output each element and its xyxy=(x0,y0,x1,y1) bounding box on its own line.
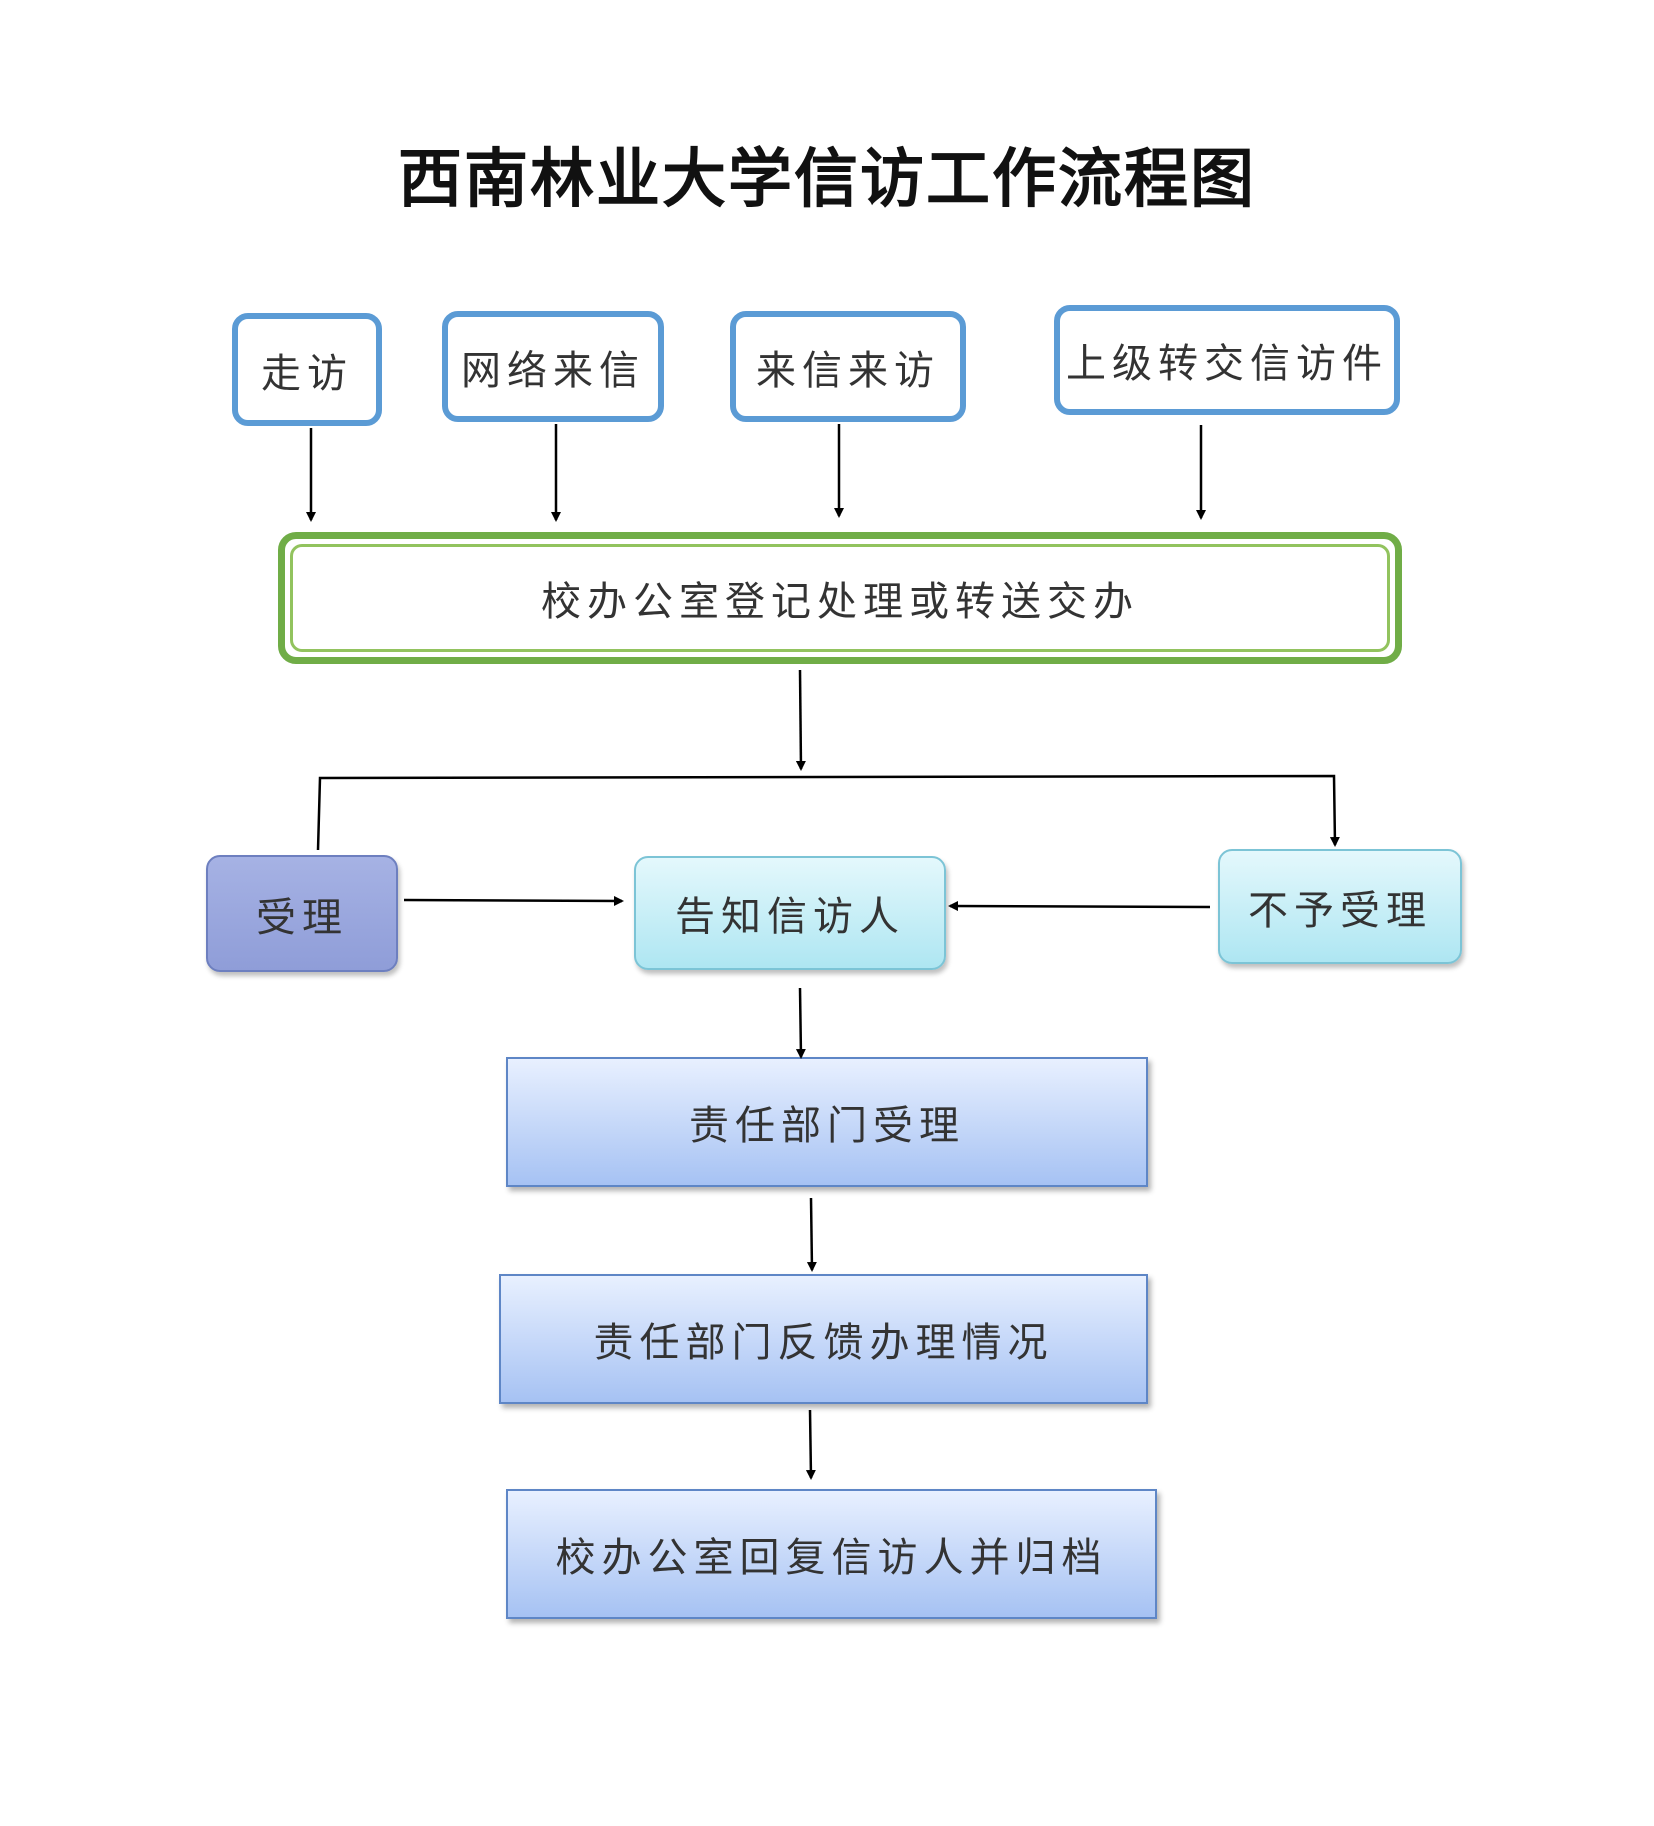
source-letter-visit-box: 来信来访 xyxy=(730,311,966,422)
department-accept-box: 责任部门受理 xyxy=(506,1057,1148,1187)
arrow-notify-to-dept-accept xyxy=(795,987,806,1059)
arrow-accept-to-notify xyxy=(403,895,624,906)
arrow-reject-to-notify xyxy=(948,901,1211,912)
reject-box: 不予受理 xyxy=(1218,849,1462,964)
source-walk-in-box: 走访 xyxy=(232,313,382,426)
register-box: 校办公室登记处理或转送交办 xyxy=(278,532,1402,664)
arrow-register-to-branch xyxy=(795,669,806,771)
arrow-feedback-to-reply xyxy=(805,1409,816,1480)
arrow-dept-accept-to-feedback xyxy=(806,1197,817,1272)
reply-and-archive-box: 校办公室回复信访人并归档 xyxy=(506,1489,1157,1619)
page-title: 西南林业大学信访工作流程图 xyxy=(398,142,1256,217)
source-online-letter-box: 网络来信 xyxy=(442,311,664,422)
branch-line xyxy=(316,774,1340,851)
department-feedback-box: 责任部门反馈办理情况 xyxy=(499,1274,1148,1404)
accept-box: 受理 xyxy=(206,855,398,972)
notify-petitioner-box: 告知信访人 xyxy=(634,856,946,970)
source-superior-referral-box: 上级转交信访件 xyxy=(1054,305,1400,415)
